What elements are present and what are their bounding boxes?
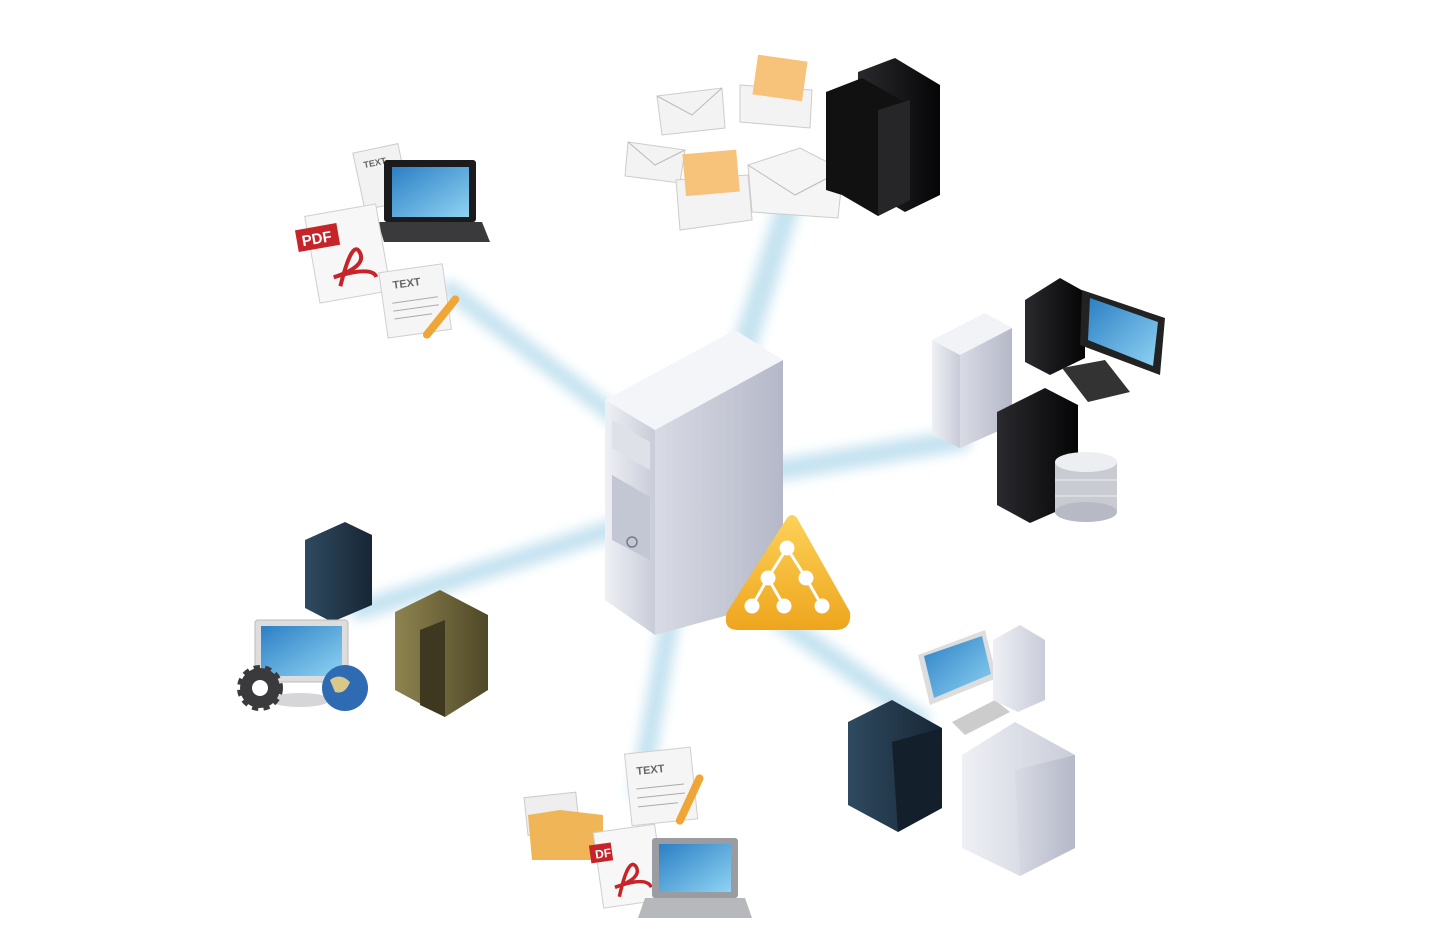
power-button-icon (626, 536, 638, 548)
svg-text:TEXT: TEXT (392, 276, 422, 292)
open-envelope-icon (739, 54, 813, 129)
web-application-servers-cluster[interactable] (237, 522, 488, 717)
folder-icon (523, 791, 603, 860)
beam-top (728, 188, 802, 372)
monitor-icon (254, 619, 349, 707)
workstations-database-cluster[interactable] (932, 278, 1165, 523)
connection-beams (350, 188, 971, 800)
globe-icon (322, 665, 368, 711)
text-edit-icon: TEXT (378, 263, 460, 339)
olive-server-icon (395, 590, 488, 717)
envelope-icon (624, 141, 686, 184)
svg-text:TEXT: TEXT (636, 763, 665, 778)
svg-text:DF: DF (594, 846, 612, 862)
email-servers-cluster[interactable] (624, 54, 940, 231)
laptop-icon (638, 838, 752, 918)
pdf-document-icon: DF (588, 823, 666, 909)
files-laptop-cluster[interactable]: TEXT DF (523, 746, 752, 918)
database-icon (1055, 452, 1117, 522)
open-envelope-icon (675, 149, 753, 231)
server-cluster[interactable] (848, 625, 1075, 876)
network-tree-icon (744, 540, 830, 614)
gear-icon (237, 665, 283, 711)
pdf-document-icon: PDF (294, 203, 392, 304)
svg-text:PDF: PDF (301, 228, 333, 250)
black-tower-icon (1025, 278, 1085, 375)
beam-right (769, 429, 971, 481)
blue-server-icon (848, 700, 942, 832)
documents-laptop-cluster[interactable]: TEXT PDF TEXT (293, 143, 490, 341)
text-edit-icon: TEXT (623, 746, 704, 827)
desktop-computer-icon (918, 630, 1010, 735)
network-tree-badge (725, 515, 851, 630)
central-server[interactable] (605, 330, 783, 635)
white-tower-icon (993, 625, 1045, 712)
desktop-computer-icon (1062, 290, 1165, 402)
svg-text:TEXT: TEXT (363, 155, 388, 170)
beam-top-left (441, 281, 629, 429)
envelope-icon (656, 87, 726, 136)
white-server-icon (962, 722, 1075, 876)
black-server-icon (826, 58, 940, 216)
laptop-icon (378, 160, 490, 242)
beam-left (350, 520, 620, 620)
blue-server-icon (305, 522, 372, 622)
